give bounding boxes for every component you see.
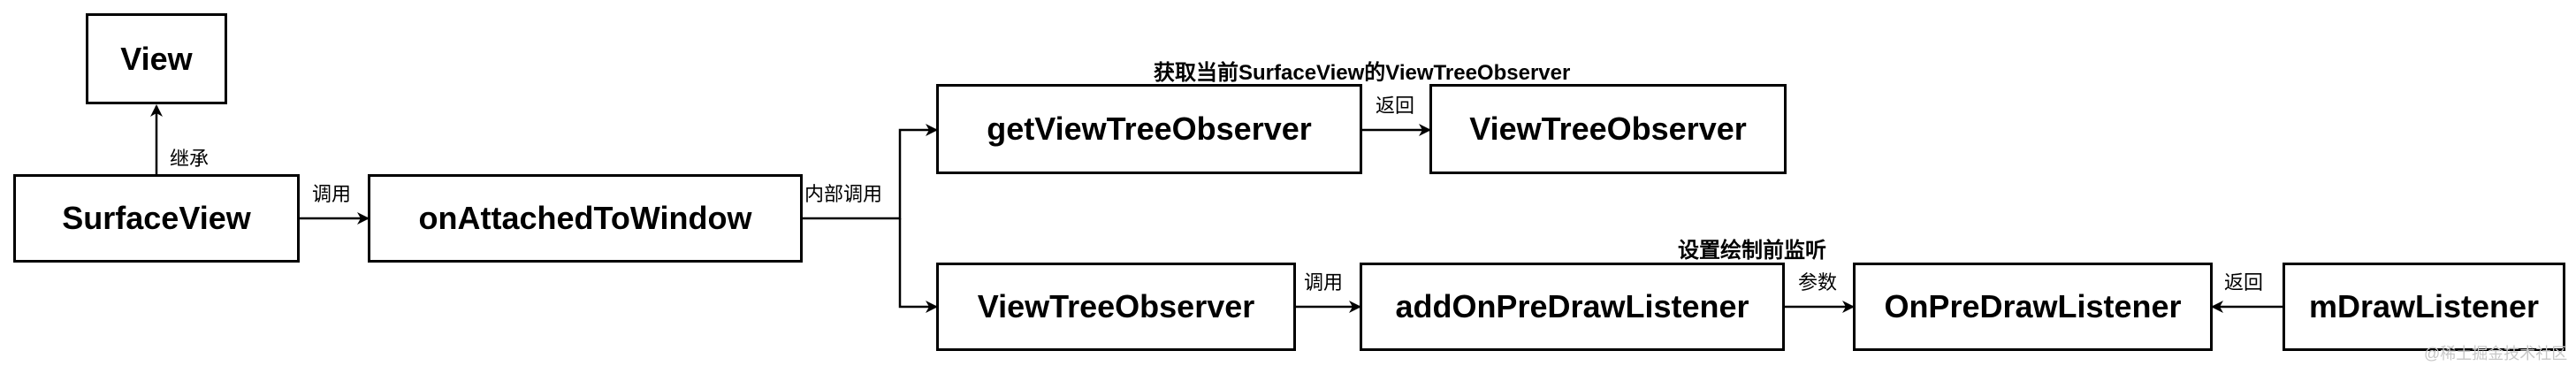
label-call-2: 调用 [1304, 267, 1344, 295]
label-internal-call: 内部调用 [804, 179, 883, 207]
watermark: @稀土掘金技术社区 [2424, 345, 2568, 362]
node-surface-view: SurfaceView [13, 174, 300, 263]
node-on-pre-draw-listener: OnPreDrawListener [1853, 263, 2213, 351]
label-param: 参数 [1798, 267, 1838, 295]
node-view-tree-observer-result: ViewTreeObserver [1429, 84, 1787, 174]
label-return-2: 返回 [2224, 267, 2264, 295]
label-return-1: 返回 [1376, 90, 1415, 118]
node-on-attached-to-window: onAttachedToWindow [368, 174, 803, 263]
node-view-tree-observer: ViewTreeObserver [936, 263, 1296, 351]
edge-onattached-to-getvto [803, 124, 938, 220]
node-view: View [86, 13, 227, 104]
node-get-view-tree-observer: getViewTreeObserver [936, 84, 1362, 174]
annotation-get-vto: 获取当前SurfaceView的ViewTreeObserver [1154, 61, 1571, 85]
node-add-on-pre-draw-listener: addOnPreDrawListener [1360, 263, 1785, 351]
node-m-draw-listener: mDrawListener [2283, 263, 2565, 351]
annotation-set-listener: 设置绘制前监听 [1678, 239, 1826, 263]
label-inherit: 继承 [170, 143, 210, 172]
label-call-1: 调用 [312, 179, 352, 207]
edge-onattached-to-vto [898, 218, 938, 313]
